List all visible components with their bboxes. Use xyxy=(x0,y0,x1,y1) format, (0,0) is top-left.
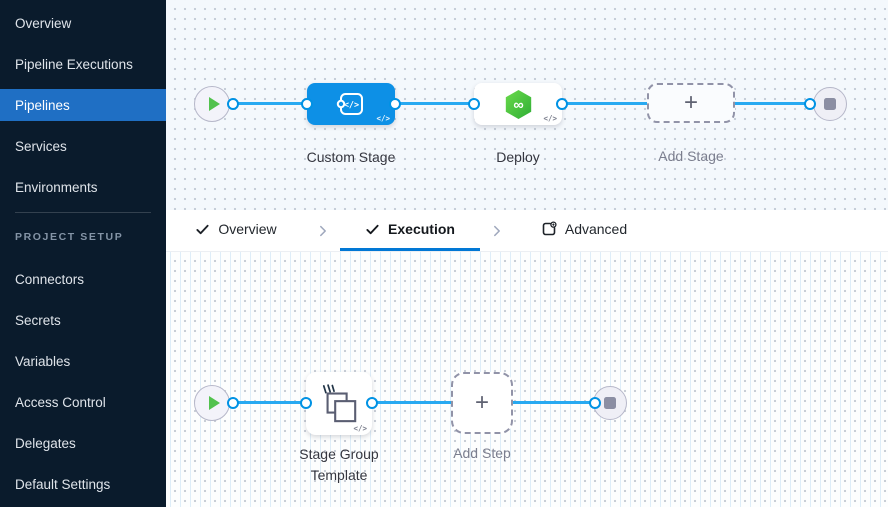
sidebar-item-pipelines[interactable]: Pipelines xyxy=(0,89,166,121)
cd-hexagon-icon: ∞ xyxy=(505,89,531,119)
connector-port[interactable] xyxy=(227,98,239,110)
deploy-stage-node[interactable]: ∞ </> xyxy=(474,83,562,125)
tab-label: Advanced xyxy=(564,221,628,237)
connector-port[interactable] xyxy=(366,397,378,409)
check-icon xyxy=(366,224,379,234)
sidebar-item-access-control[interactable]: Access Control xyxy=(15,394,106,410)
plus-icon: + xyxy=(474,389,489,416)
advanced-icon xyxy=(542,221,557,236)
stage-label: Custom Stage xyxy=(306,149,396,165)
add-step-button[interactable]: + xyxy=(451,372,513,434)
add-stage-label: Add Stage xyxy=(658,148,724,164)
project-setup-label: PROJECT SETUP xyxy=(15,231,124,243)
sidebar-divider xyxy=(15,212,151,213)
tab-label: Overview xyxy=(218,221,277,237)
chevron-right-icon xyxy=(320,225,326,236)
stop-icon xyxy=(604,397,616,409)
connector-port[interactable] xyxy=(389,98,401,110)
sidebar-item-services[interactable]: Services xyxy=(15,138,67,154)
connector-port[interactable] xyxy=(556,98,568,110)
stage-pipeline-canvas: </> </> ∞ </> + xyxy=(166,0,888,210)
infinity-icon: ∞ xyxy=(513,97,523,113)
code-icon: </> xyxy=(344,101,359,111)
sidebar-item-overview[interactable]: Overview xyxy=(15,15,72,31)
custom-stage-icon: </> xyxy=(336,93,363,115)
connector-port[interactable] xyxy=(468,98,480,110)
connector-port[interactable] xyxy=(589,397,601,409)
sidebar-item-environments[interactable]: Environments xyxy=(15,179,98,195)
add-stage-button[interactable]: + xyxy=(647,83,735,123)
code-icon: </> xyxy=(543,114,557,123)
check-icon xyxy=(196,224,209,234)
code-icon: </> xyxy=(376,114,390,123)
sidebar-item-pipeline-executions[interactable]: Pipeline Executions xyxy=(15,56,133,72)
sidebar-item-default-settings[interactable]: Default Settings xyxy=(15,476,111,492)
plus-icon: + xyxy=(683,89,698,116)
custom-stage-node[interactable]: </> </> xyxy=(307,83,395,125)
pipeline-start-node[interactable] xyxy=(194,86,230,122)
stage-label: Deploy xyxy=(496,149,540,165)
play-icon xyxy=(208,97,220,111)
connector-port[interactable] xyxy=(227,397,239,409)
stage-group-template-node[interactable]: </> xyxy=(306,372,372,435)
play-icon xyxy=(208,396,220,410)
tab-execution[interactable]: Execution xyxy=(340,210,480,251)
stop-icon xyxy=(824,98,836,110)
sidebar-item-connectors[interactable]: Connectors xyxy=(15,271,85,287)
add-step-label: Add Step xyxy=(453,445,511,461)
connector-port[interactable] xyxy=(300,397,312,409)
execution-start-node[interactable] xyxy=(194,385,230,421)
chevron-right-icon xyxy=(494,225,500,236)
connector-port[interactable] xyxy=(804,98,816,110)
code-icon: </> xyxy=(353,424,367,433)
pipeline-end-node[interactable] xyxy=(813,87,847,121)
tab-separator xyxy=(306,210,340,251)
connector-port[interactable] xyxy=(301,98,313,110)
sidebar-item-delegates[interactable]: Delegates xyxy=(15,435,76,451)
sidebar: Overview Pipeline Executions Pipelines S… xyxy=(0,0,166,507)
sidebar-item-variables[interactable]: Variables xyxy=(15,353,71,369)
stage-group-icon xyxy=(322,383,357,422)
step-label: Stage Group Template xyxy=(299,446,379,483)
tab-separator xyxy=(480,210,514,251)
step-connector-line xyxy=(233,401,595,404)
tab-label: Execution xyxy=(388,221,455,237)
tab-bar: Overview Execution Advanced xyxy=(166,210,888,252)
execution-canvas: </> + Stage Group Template Add Step xyxy=(166,252,888,507)
tab-advanced[interactable]: Advanced xyxy=(514,210,654,251)
tab-overview[interactable]: Overview xyxy=(166,210,306,251)
sidebar-item-secrets[interactable]: Secrets xyxy=(15,312,61,328)
